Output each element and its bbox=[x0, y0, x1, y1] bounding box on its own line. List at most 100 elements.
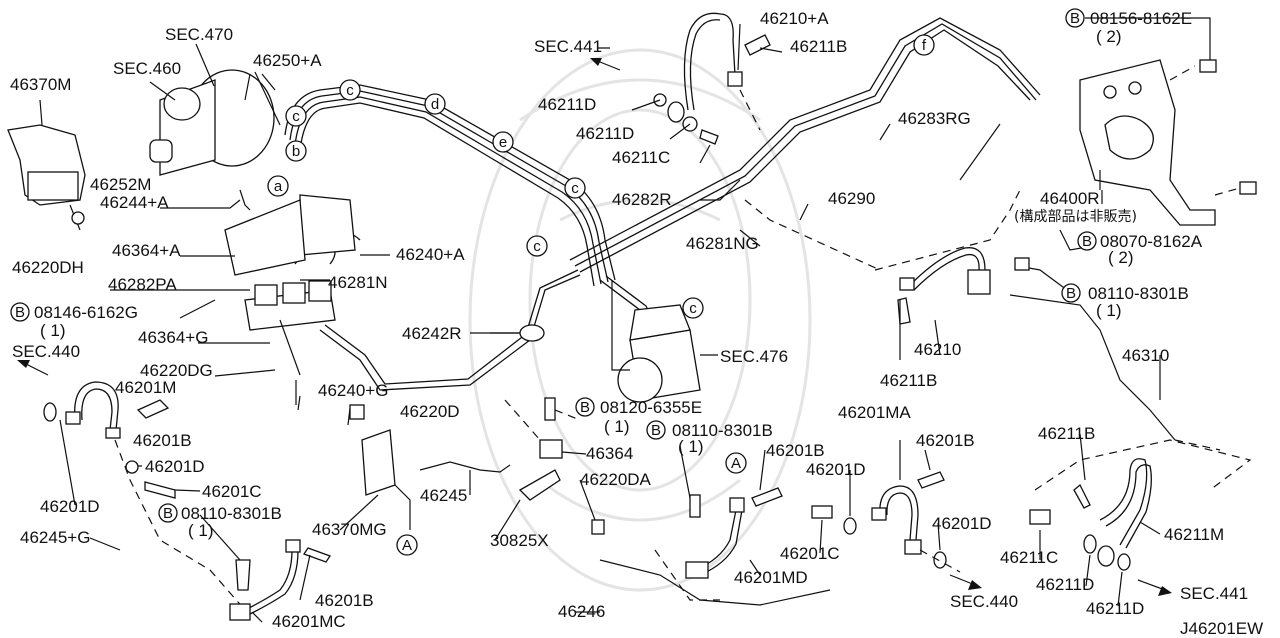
part-label: 46240+A bbox=[396, 245, 465, 264]
part-label: 46201B bbox=[133, 431, 192, 450]
b-marker: B bbox=[158, 503, 178, 523]
part-label: 46252M bbox=[90, 175, 151, 194]
part-label: 46283RG bbox=[898, 109, 971, 128]
svg-text:B: B bbox=[1070, 10, 1080, 27]
circle-marker-letter: f bbox=[922, 37, 927, 54]
part-label: 08110-8301B bbox=[181, 504, 282, 523]
part-label: 46201MC bbox=[272, 612, 346, 631]
rear-hose-46201MA bbox=[811, 471, 961, 573]
circle-marker: A bbox=[396, 534, 418, 556]
part-label: 46201C bbox=[780, 544, 840, 563]
part-label: 46282R bbox=[612, 190, 672, 209]
part-label: 46245+G bbox=[20, 528, 90, 547]
circle-marker-letter: e bbox=[499, 134, 507, 151]
part-label: 46211C bbox=[612, 148, 670, 167]
part-label: 46400R bbox=[1040, 189, 1100, 208]
front-left-hose-46201M bbox=[43, 381, 246, 611]
part-label: 46220DG bbox=[140, 361, 213, 380]
part-label: SEC.470 bbox=[165, 25, 233, 44]
part-label: 46211D bbox=[538, 95, 596, 114]
part-label: 46242R bbox=[402, 324, 462, 343]
watermark bbox=[468, 48, 812, 592]
diagram-code: J46201EW bbox=[1180, 619, 1263, 638]
b-marker: B bbox=[1065, 8, 1085, 28]
circle-marker: c bbox=[526, 235, 548, 257]
part-label: 30825X bbox=[490, 531, 549, 550]
circle-marker: f bbox=[913, 34, 935, 56]
part-label: SEC.441 bbox=[534, 37, 602, 56]
part-label: 46250+A bbox=[253, 51, 322, 70]
part-label: 46281N bbox=[328, 273, 388, 292]
part-label: 46245 bbox=[420, 486, 467, 505]
part-label: 46246 bbox=[558, 602, 605, 621]
circle-marker: c bbox=[564, 177, 586, 199]
part-label: ( 1) bbox=[1096, 301, 1122, 320]
part-label: 46211B bbox=[1038, 424, 1095, 443]
svg-text:B: B bbox=[651, 422, 661, 439]
part-label: 46201D bbox=[806, 460, 866, 479]
bracket-46370M bbox=[7, 99, 86, 231]
part-label: 46370M bbox=[10, 75, 71, 94]
circle-marker-letter: d bbox=[431, 96, 439, 113]
part-label: 46211D bbox=[576, 124, 634, 143]
part-label: 46364+G bbox=[138, 328, 208, 347]
part-label: 46364+A bbox=[112, 241, 181, 260]
part-label: 08110-8301B bbox=[1088, 284, 1189, 303]
circle-marker-letter: c bbox=[571, 180, 579, 197]
circle-marker: e bbox=[492, 131, 514, 153]
svg-text:B: B bbox=[1082, 233, 1092, 250]
part-label: (構成部品は非販売) bbox=[1014, 209, 1137, 225]
svg-text:B: B bbox=[580, 399, 590, 416]
circle-marker: a bbox=[267, 175, 289, 197]
part-label: ( 2) bbox=[1108, 248, 1134, 267]
front-left-lower-hose-46201MC bbox=[229, 539, 331, 621]
svg-text:B: B bbox=[1066, 285, 1076, 302]
part-label: 46201B bbox=[916, 431, 975, 450]
circle-marker-letter: c bbox=[292, 108, 300, 125]
part-label: 46201MD bbox=[734, 568, 808, 587]
circle-marker: c bbox=[339, 79, 361, 101]
bracket-46400R bbox=[1079, 59, 1257, 226]
b-marker: B bbox=[575, 397, 595, 417]
clamp-46364 bbox=[504, 397, 605, 535]
part-label: 46220D bbox=[400, 402, 460, 421]
circle-marker-letter: A bbox=[731, 455, 741, 472]
svg-text:B: B bbox=[163, 505, 173, 522]
part-label: 46201M bbox=[115, 378, 176, 397]
b-marker: B bbox=[10, 302, 30, 322]
circle-marker: A bbox=[725, 452, 747, 474]
rear-right-hose-46210 bbox=[744, 189, 1030, 325]
part-label: 46211M bbox=[1164, 525, 1224, 544]
circle-marker-letter: A bbox=[402, 537, 412, 554]
part-label: 46281NG bbox=[686, 234, 759, 253]
part-label: ( 1) bbox=[604, 417, 630, 436]
part-label: ( 2) bbox=[1096, 27, 1122, 46]
part-label: 46211C bbox=[1000, 548, 1058, 567]
circle-marker-letter: a bbox=[274, 178, 283, 195]
part-label: SEC.441 bbox=[1180, 584, 1248, 603]
part-label: SEC.440 bbox=[950, 592, 1018, 611]
bracket-46370MG bbox=[349, 404, 511, 530]
part-label: 46282PA bbox=[108, 275, 177, 294]
junction-block-left bbox=[224, 194, 361, 331]
part-label: 46201B bbox=[766, 441, 825, 460]
part-label: 46220DH bbox=[12, 258, 84, 277]
part-label: 46201D bbox=[932, 514, 992, 533]
part-label: 46220DA bbox=[580, 470, 652, 489]
part-label: 46244+A bbox=[100, 193, 169, 212]
part-label: 46211D bbox=[1036, 575, 1094, 594]
abs-actuator-SEC476 bbox=[611, 280, 718, 403]
part-label: ( 1) bbox=[188, 521, 214, 540]
part-label: 46370MG bbox=[312, 520, 387, 539]
circle-marker: d bbox=[424, 93, 446, 115]
part-label: SEC.460 bbox=[113, 59, 181, 78]
part-label: 46211D bbox=[1086, 599, 1144, 618]
sec-arrows bbox=[17, 58, 1172, 596]
svg-text:B: B bbox=[15, 304, 25, 321]
part-label: 08110-8301B bbox=[672, 421, 773, 440]
part-label: 08146-6162G bbox=[34, 303, 138, 322]
circle-marker-letter: c bbox=[533, 238, 541, 255]
b-marker: B bbox=[1077, 231, 1097, 251]
